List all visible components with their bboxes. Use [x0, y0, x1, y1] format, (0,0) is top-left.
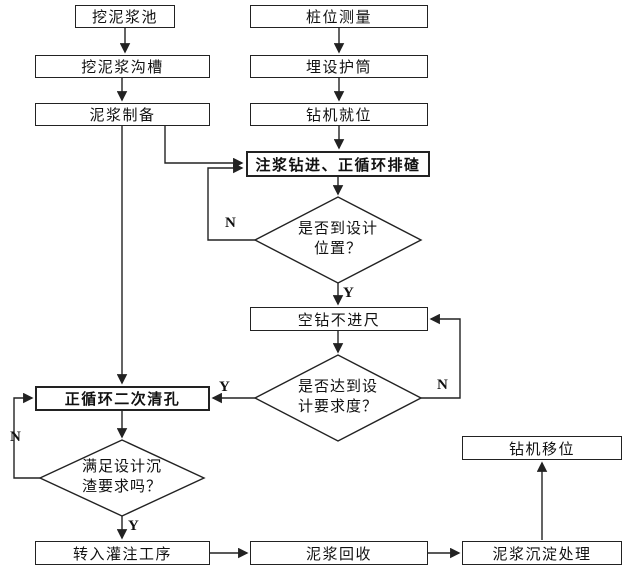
branch-label-no-decision2: N	[437, 377, 448, 393]
node-dig-mud-trench: 挖泥浆沟槽	[35, 55, 210, 78]
node-rig-in-place: 钻机就位	[250, 103, 428, 126]
decision-meet-design-degree-label: 是否达到设 计要求度？	[297, 379, 378, 416]
branch-label-no-decision1: N	[225, 215, 236, 231]
decision-reach-design-position-shape	[253, 196, 423, 284]
decision-reach-design-position-label: 是否到设计 位置？	[297, 221, 378, 258]
branch-label-no-decision3: N	[10, 429, 21, 445]
decision-sediment-requirement-label: 满足设计沉 渣要求吗？	[81, 459, 162, 496]
node-pouring-process: 转入灌注工序	[35, 541, 210, 565]
branch-label-yes-decision1: Y	[343, 285, 354, 301]
node-idle-drilling: 空钻不进尺	[250, 307, 428, 331]
node-pile-survey: 桩位测量	[250, 5, 428, 28]
decision-meet-design-degree-shape	[253, 354, 423, 442]
branch-label-yes-decision2: Y	[219, 379, 230, 395]
node-mud-preparation: 泥浆制备	[35, 103, 210, 126]
node-dig-mud-pool: 挖泥浆池	[75, 5, 175, 28]
decision-sediment-requirement-shape	[38, 439, 206, 517]
node-mud-recovery: 泥浆回收	[250, 541, 428, 565]
node-bury-casing: 埋设护筒	[250, 55, 428, 78]
node-second-hole-cleaning: 正循环二次清孔	[35, 386, 210, 411]
node-rig-relocation: 钻机移位	[462, 436, 622, 460]
node-grout-drilling: 注浆钻进、正循环排碴	[246, 151, 430, 177]
connector-preparation-to-grout-drilling	[164, 126, 244, 169]
node-mud-sedimentation: 泥浆沉淀处理	[462, 541, 622, 565]
connector-decision3-no-loop	[13, 392, 40, 479]
connector-decision2-no-loop	[421, 313, 461, 399]
connector-decision1-no-loop	[207, 162, 255, 241]
branch-label-yes-decision3: Y	[128, 518, 139, 534]
